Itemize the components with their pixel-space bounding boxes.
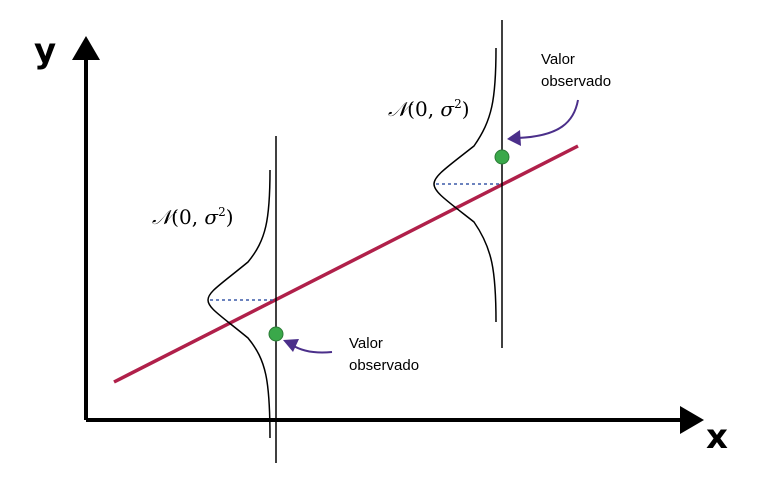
- left-observed-label-line2: observado: [349, 357, 419, 374]
- y-axis-arrowhead: [72, 36, 100, 60]
- left-observed-arrow: [291, 344, 333, 354]
- right-observed-label: Valor: [541, 51, 575, 68]
- left-observed-label: Valor: [349, 335, 383, 352]
- y-axis-label: y: [34, 31, 56, 71]
- right-observed-label-line2: observado: [541, 73, 611, 90]
- left-observed-point: [268, 326, 284, 342]
- right-distribution-label: 𝒩(0, σ2): [388, 97, 470, 121]
- right-observed-point: [494, 149, 510, 165]
- right-observed-arrowhead: [507, 130, 521, 146]
- left-normal-curve: [207, 169, 271, 439]
- regression-line: [113, 144, 579, 384]
- left-distribution-label: 𝒩(0, σ2): [152, 205, 234, 229]
- x-axis-arrowhead: [680, 406, 704, 434]
- right-observed-arrow: [517, 99, 579, 139]
- x-axis-label: x: [706, 417, 728, 457]
- left-observed-arrowhead: [283, 339, 299, 352]
- right-normal-curve: [433, 47, 497, 323]
